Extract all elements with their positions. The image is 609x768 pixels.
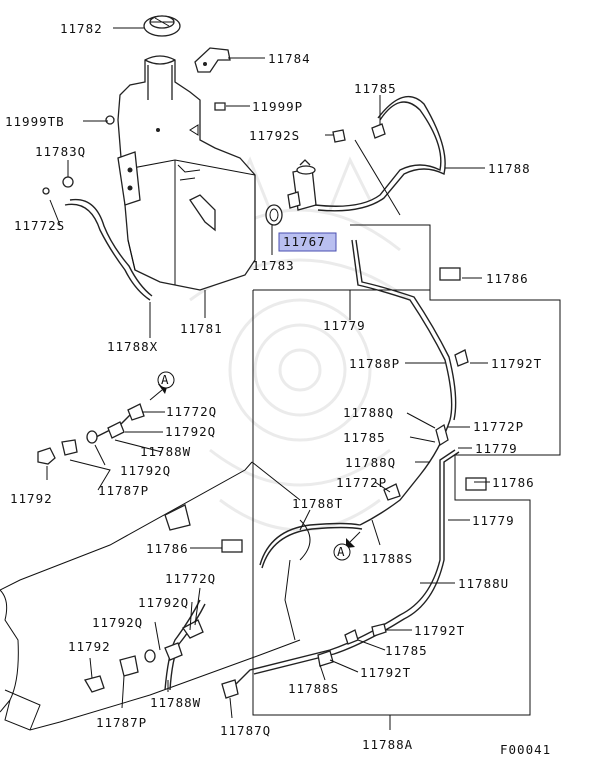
callout-a-lower: A: [333, 543, 351, 561]
label-11788W-a: 11788W: [140, 444, 191, 459]
label-11792Q-d: 11792Q: [92, 615, 143, 630]
leader-lines: [46, 27, 490, 719]
label-11788: 11788: [488, 161, 531, 176]
label-11999P: 11999P: [252, 99, 303, 114]
callout-a-upper: A: [157, 371, 175, 389]
label-11785-low: 11785: [385, 643, 428, 658]
label-11788Q-b: 11788Q: [343, 405, 394, 420]
label-11779-b: 11779: [475, 441, 518, 456]
label-11779-c: 11779: [472, 513, 515, 528]
label-11788S-a: 11788S: [362, 551, 413, 566]
label-11772P-a: 11772P: [473, 419, 524, 434]
label-11786-b: 11786: [492, 475, 535, 490]
label-11792T-c: 11792T: [360, 665, 411, 680]
bolts: [42, 102, 346, 195]
label-11786-a: 11786: [486, 271, 529, 286]
label-11792-a: 11792: [10, 491, 53, 506]
label-11792-b: 11792: [68, 639, 111, 654]
label-11792Q-c: 11792Q: [138, 595, 189, 610]
label-11782: 11782: [60, 21, 103, 36]
label-11787P-a: 11787P: [98, 483, 149, 498]
callout-a-upper-text: A: [161, 372, 170, 387]
label-11784: 11784: [268, 51, 311, 66]
label-11781: 11781: [180, 321, 223, 336]
label-11792Q-b: 11792Q: [120, 463, 171, 478]
label-11792T-a: 11792T: [491, 356, 542, 371]
figure-code: F00041: [500, 742, 551, 757]
label-11788X: 11788X: [107, 339, 158, 354]
callout-arrows: [149, 384, 361, 548]
hose-lines: [64, 95, 460, 691]
label-11792T-b: 11792T: [414, 623, 465, 638]
label-11785-mid: 11785: [343, 430, 386, 445]
label-11792S: 11792S: [249, 128, 300, 143]
label-11786-c: 11786: [146, 541, 189, 556]
label-11788S-b: 11788S: [288, 681, 339, 696]
label-11788Q-c: 11788Q: [345, 455, 396, 470]
label-11772S: 11772S: [14, 218, 65, 233]
label-11787Q: 11787Q: [220, 723, 271, 738]
highlight-box: [278, 232, 337, 252]
label-11767: 11767: [283, 234, 326, 249]
label-11788U: 11788U: [458, 576, 509, 591]
tank-bracket: [194, 47, 231, 73]
label-11779-a: 11779: [323, 318, 366, 333]
part-labels: 11782 11784 11999TB 11999P 11785 11792S …: [5, 21, 551, 757]
label-11772Q-b: 11772Q: [165, 571, 216, 586]
washer-pump: [265, 159, 317, 226]
label-11772Q-a: 11772Q: [166, 404, 217, 419]
tank-cap: [143, 15, 181, 37]
label-11788W-b: 11788W: [150, 695, 201, 710]
label-11783: 11783: [252, 258, 295, 273]
label-11999TB: 11999TB: [5, 114, 65, 129]
label-11772P-b: 11772P: [336, 475, 387, 490]
label-11792Q-a: 11792Q: [165, 424, 216, 439]
label-11788T: 11788T: [292, 496, 343, 511]
label-11787P-b: 11787P: [96, 715, 147, 730]
nozzles: [37, 123, 487, 699]
washer-tank: [117, 55, 256, 291]
label-11785-top: 11785: [354, 81, 397, 96]
label-11788A: 11788A: [362, 737, 413, 752]
callout-a-lower-text: A: [337, 544, 346, 559]
label-11783Q: 11783Q: [35, 144, 86, 159]
label-11788P: 11788P: [349, 356, 400, 371]
